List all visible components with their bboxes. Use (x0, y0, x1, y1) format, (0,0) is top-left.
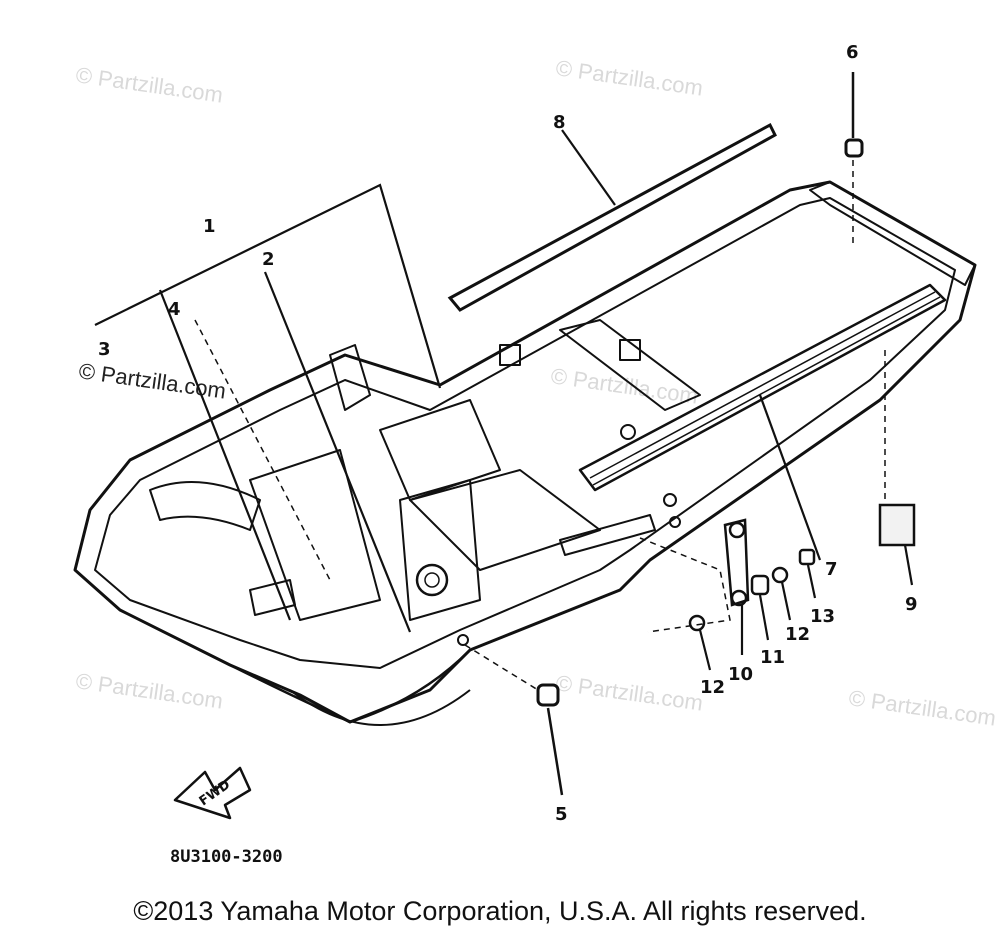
fwd-arrow-icon: FWD (173, 766, 252, 820)
copyright-notice: ©2013 Yamaha Motor Corporation, U.S.A. A… (133, 896, 867, 926)
callout-12b: 12 (700, 677, 725, 698)
watermark-dark: © Partzilla.com (77, 358, 227, 403)
watermark: © Partzilla.com (549, 363, 699, 408)
watermark: © Partzilla.com (74, 62, 224, 107)
callout-6: 6 (846, 42, 859, 63)
callout-10: 10 (728, 664, 753, 685)
watermark: © Partzilla.com (554, 670, 704, 715)
label-sticker-part (878, 503, 916, 547)
callout-9: 9 (905, 594, 918, 615)
pivot-arm-parts (639, 518, 816, 633)
callout-1: 1 (203, 216, 216, 237)
callout-5: 5 (555, 804, 568, 825)
rail-strip-part (447, 122, 777, 312)
plug-part-5 (464, 644, 564, 796)
callout-3: 3 (98, 339, 111, 360)
callout-12a: 12 (785, 624, 810, 645)
callout-8: 8 (553, 112, 566, 133)
callout-labels: 1 2 3 4 5 6 7 8 9 10 11 12 12 13 (98, 42, 918, 825)
frame-assembly (73, 180, 977, 726)
callout-7: 7 (825, 559, 838, 580)
callout-4: 4 (168, 299, 181, 320)
callout-11: 11 (760, 647, 785, 668)
leader-lines (94, 129, 914, 671)
watermark: © Partzilla.com (554, 55, 704, 100)
callout-13: 13 (810, 606, 835, 627)
watermark: © Partzilla.com (847, 685, 997, 730)
callout-2: 2 (262, 249, 275, 270)
grommet-part-6 (844, 72, 864, 245)
part-code: 8U3100-3200 (170, 847, 283, 867)
watermark: © Partzilla.com (74, 668, 224, 713)
